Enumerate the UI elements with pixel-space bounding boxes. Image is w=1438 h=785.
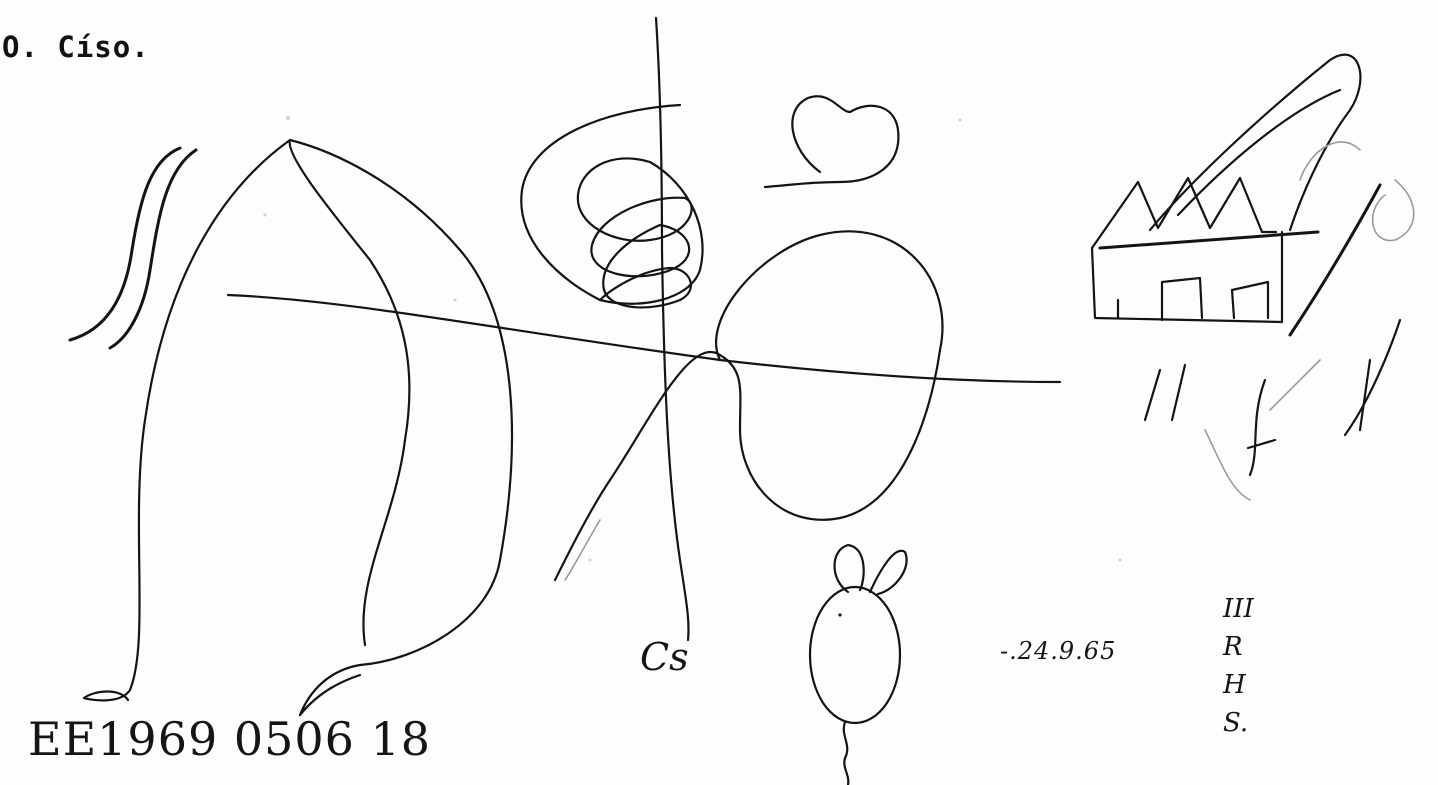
- faint-stroke: [564, 519, 601, 581]
- margin-mark-2: R: [1223, 632, 1243, 662]
- wavy-double-line: [68, 146, 198, 350]
- mouse-figure: [808, 543, 908, 785]
- margin-mark-1: III: [1223, 594, 1254, 624]
- horizontal-crossing-line: [226, 293, 1062, 384]
- catalog-number: EE1969 0506 18: [28, 712, 432, 766]
- spiral-coil: [520, 103, 704, 309]
- handwritten-date-note: -.24.9.65: [1000, 637, 1117, 665]
- vertical-axis-line: [654, 16, 690, 642]
- infinity-loop: [553, 230, 944, 582]
- typed-heading: O. Císo.: [2, 30, 150, 64]
- handwritten-cs-note: Cs: [640, 635, 689, 679]
- heart-cloud-shape: [763, 95, 900, 189]
- margin-marks: III R H S.: [1223, 590, 1293, 742]
- paper-speckles: [263, 116, 1122, 562]
- margin-mark-3: H: [1223, 670, 1246, 700]
- large-arch-loop: [82, 138, 514, 717]
- factory-sketch: [1090, 53, 1415, 501]
- margin-mark-4: S.: [1223, 708, 1249, 738]
